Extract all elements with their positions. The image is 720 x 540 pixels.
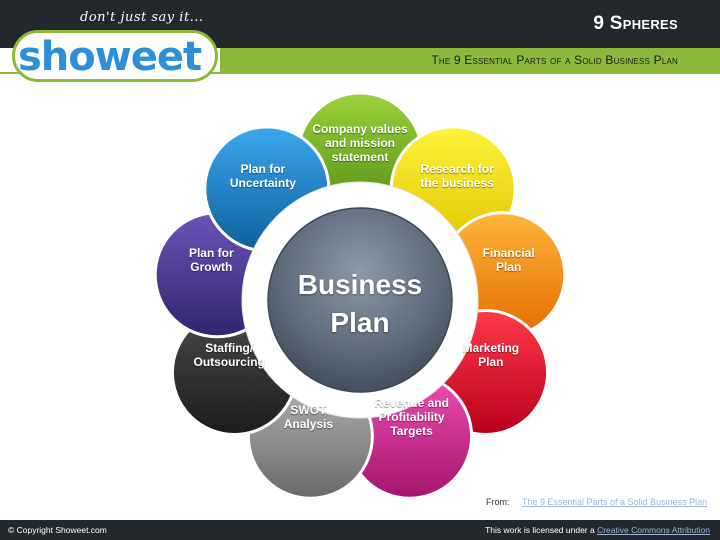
sphere-label-8-line: Growth xyxy=(190,259,233,274)
sphere-label-5-line: Revenue and xyxy=(374,395,449,410)
logo-tagline: don't just say it... xyxy=(80,10,204,25)
sphere-label-9-line: Uncertainty xyxy=(229,176,296,190)
center-label: Business Plan xyxy=(290,266,430,342)
sphere-label-1-line: and mission xyxy=(324,136,395,150)
sphere-label-1-line: statement xyxy=(331,150,389,164)
spheres-graphic xyxy=(153,91,567,500)
logo-wordmark: showeet xyxy=(18,34,202,80)
copyright-text: © Copyright Showeet.com xyxy=(8,525,107,535)
sphere-label-2-line: Research for xyxy=(420,162,494,176)
license-text: This work is licensed under a Creative C… xyxy=(485,525,710,535)
sphere-label-6-line: SWOT xyxy=(290,402,327,417)
sphere-label-1-line: Company values xyxy=(312,122,408,136)
slide-title: 9 Spheres xyxy=(593,13,678,34)
footer-bar xyxy=(0,520,720,540)
license-prefix: This work is licensed under a xyxy=(485,525,598,535)
logo-badge-shape xyxy=(12,30,218,82)
source-link[interactable]: The 9 Essential Parts of a Solid Busines… xyxy=(522,497,708,507)
sphere-label-7-line: Staffing/ xyxy=(205,340,254,355)
subheader-green-bar xyxy=(220,48,720,72)
sphere-label-7-line: Outsourcing xyxy=(193,354,265,369)
center-label-line2: Plan xyxy=(330,307,390,338)
sphere-label-7: Staffing/Outsourcing xyxy=(174,341,284,369)
sphere-label-8-line: Plan for xyxy=(188,245,234,260)
sphere-label-3-line: Financial xyxy=(482,245,535,260)
sphere-label-4-line: Marketing xyxy=(462,340,520,355)
license-link[interactable]: Creative Commons Attribution xyxy=(597,525,710,535)
sphere-label-6-line: Analysis xyxy=(283,416,334,431)
sphere-label-9-line: Plan for xyxy=(240,162,286,176)
subheader-green-line xyxy=(0,72,720,74)
sphere-label-2-line: the business xyxy=(420,176,494,190)
sphere-label-3-line: Plan xyxy=(496,259,522,274)
center-sphere xyxy=(267,207,453,393)
slide-subtitle: The 9 Essential Parts of a Solid Busines… xyxy=(431,53,678,67)
center-label-line1: Business xyxy=(297,269,423,300)
source-label: From: xyxy=(486,497,510,507)
sphere-label-5-line: Profitability xyxy=(378,409,445,424)
sphere-label-4-line: Plan xyxy=(478,354,504,369)
showeet-logo: don't just say it... showeet xyxy=(8,8,218,84)
sphere-label-5-line: Targets xyxy=(390,423,433,438)
